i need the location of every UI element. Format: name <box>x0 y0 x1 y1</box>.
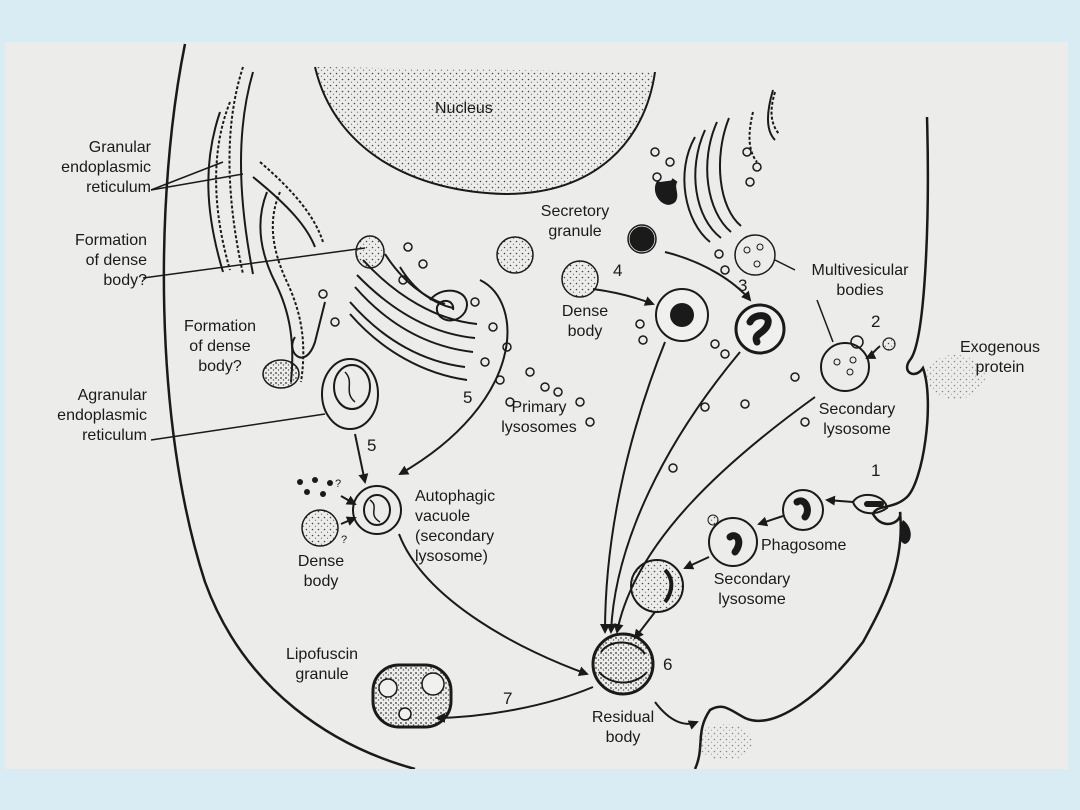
primary-lysosome-vesicles <box>318 147 810 473</box>
step-number-1: 1 <box>871 461 881 480</box>
secondary-lysosome-right <box>820 342 870 392</box>
multivesicular-bodies-label: Multivesicular bodies <box>811 262 909 299</box>
lipofuscin-granule-label: Lipofuscin granule <box>285 646 359 683</box>
dense-body-left-shape <box>301 509 339 547</box>
nucleus-label: Nucleus <box>435 100 493 117</box>
step-number-4: 4 <box>613 261 623 280</box>
lysosome-diagram: Nucleus Granular endoplasmic reticulum F… <box>5 42 1068 769</box>
cell-membrane-right <box>693 116 930 769</box>
forming-dense-body-top <box>355 235 385 269</box>
granular-er-label: Granular endoplasmic reticulum <box>61 139 151 196</box>
step-number-3: 3 <box>738 276 748 295</box>
formation-dense-body-top-label: Formation of dense body? <box>74 232 147 289</box>
exogenous-protein-label: Exogenous protein <box>959 339 1041 376</box>
dense-body-left-label: Dense body <box>297 553 345 590</box>
secretory-granule-shape <box>629 226 655 252</box>
phagosome-upper <box>782 489 824 531</box>
step-number-6: 6 <box>663 655 673 674</box>
diagram-drawing <box>142 43 985 769</box>
golgi-left <box>349 253 478 381</box>
step-number-2: 2 <box>871 312 881 331</box>
residual-body-label: Residual body <box>591 709 655 746</box>
question-mark-2: ? <box>341 534 348 546</box>
agranular-er <box>291 301 326 359</box>
formation-dense-body-mid-label: Formation of dense body? <box>183 318 257 375</box>
dense-body-center-label: Dense body <box>561 303 609 340</box>
agranular-er-label: Agranular endoplasmic reticulum <box>57 387 147 444</box>
leader-lines <box>142 161 834 441</box>
dense-body-center-shape <box>561 260 599 298</box>
question-mark-1: ? <box>335 478 342 490</box>
er-mitochondrion-vacuole <box>321 358 379 430</box>
primary-lysosomes-label: Primary lysosomes <box>501 399 577 436</box>
nucleus <box>314 66 656 196</box>
secondary-lysosome-lower-label: Secondary lysosome <box>713 571 791 608</box>
golgi-right <box>683 89 780 243</box>
granular-er-stacks <box>207 66 324 383</box>
pathway-arrows <box>340 251 881 730</box>
dense-granule-top <box>496 236 534 274</box>
small-dots-cluster <box>297 477 333 497</box>
secondary-lysosome-right-label: Secondary lysosome <box>818 401 896 438</box>
step-number-5-upper: 5 <box>463 388 473 407</box>
autophagic-vacuole-shape <box>352 485 402 535</box>
autophagic-vacuole-label: Autophagic vacuole (secondary lysosome) <box>415 488 496 565</box>
phagosome-lower <box>708 517 758 567</box>
multivesicular-body <box>734 234 776 276</box>
phagosome-label: Phagosome <box>761 537 847 554</box>
secondary-lysosome-lower-shape <box>630 559 684 613</box>
step-number-5-lower: 5 <box>367 436 377 455</box>
secretory-granule-label: Secretory granule <box>540 203 610 240</box>
step-number-7: 7 <box>503 689 513 708</box>
